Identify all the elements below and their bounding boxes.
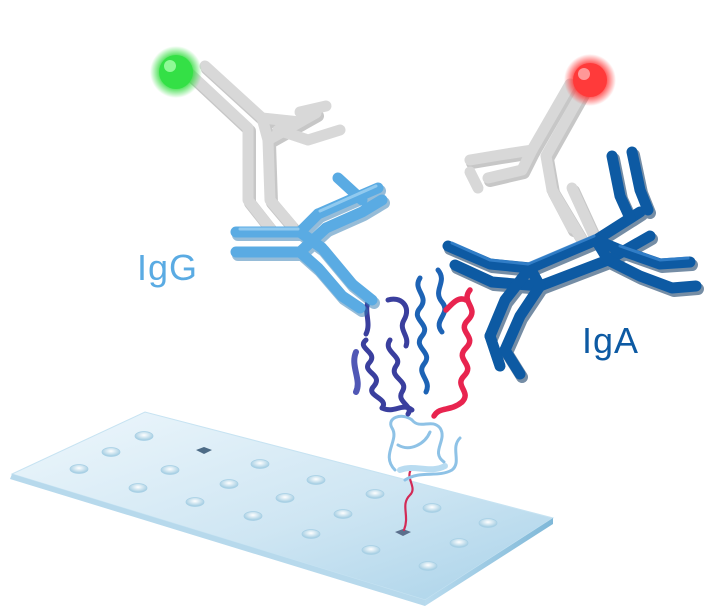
secondary-antibody-igg-icon bbox=[182, 60, 346, 237]
protein-ribbon-icon bbox=[351, 267, 475, 532]
slide-wells bbox=[69, 431, 498, 571]
red-fluorescent-label-icon bbox=[564, 54, 616, 106]
green-fluorescent-label-icon bbox=[150, 46, 202, 98]
spot-markers bbox=[196, 447, 411, 536]
secondary-antibody-iga-icon bbox=[464, 78, 602, 249]
iga-antibody-icon bbox=[442, 146, 704, 383]
igg-label: IgG bbox=[137, 247, 199, 288]
iga-label: IgA bbox=[582, 320, 640, 361]
igg-antibody-icon bbox=[230, 172, 390, 317]
glass-slide bbox=[10, 411, 555, 606]
